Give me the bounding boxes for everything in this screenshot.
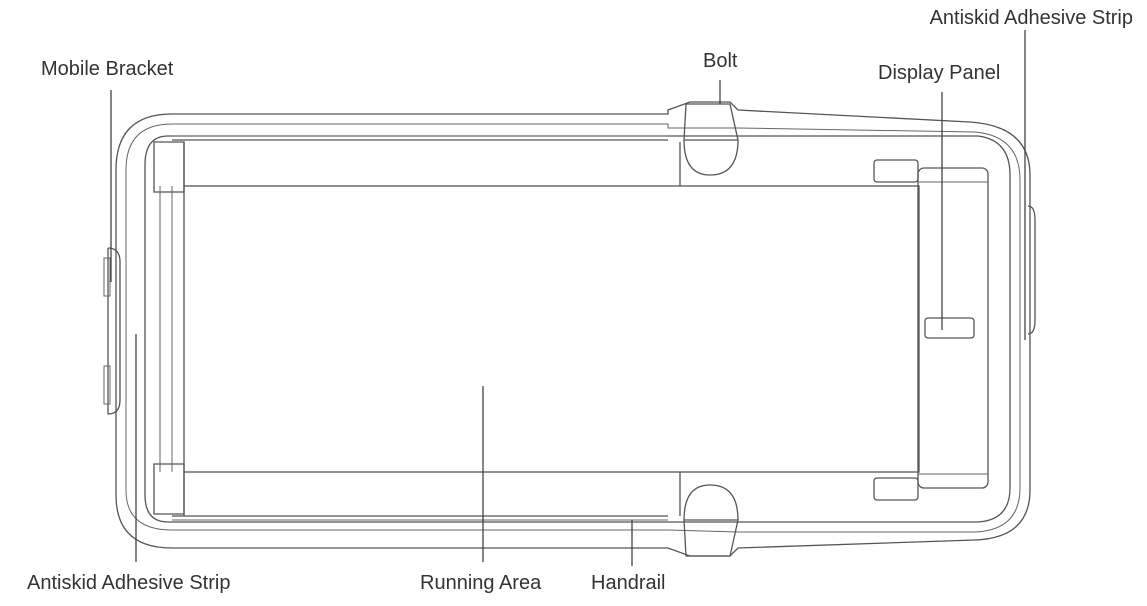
- label-bolt: Bolt: [703, 50, 738, 72]
- deck-outline: [144, 135, 1011, 523]
- label-handrail: Handrail: [591, 572, 665, 594]
- label-display-panel: Display Panel: [878, 62, 1000, 84]
- treadmill-frame: [115, 101, 1031, 557]
- bolt: [683, 103, 739, 557]
- leader-lines: [110, 30, 1026, 566]
- rear-roller-caps: [153, 141, 185, 515]
- label-antiskid-bottom-left: Antiskid Adhesive Strip: [27, 572, 230, 594]
- antiskid-strip-right: [1027, 205, 1036, 335]
- label-antiskid-top-right: Antiskid Adhesive Strip: [930, 7, 1133, 29]
- display-panel: [873, 159, 989, 501]
- label-running-area: Running Area: [420, 572, 542, 594]
- running-area: [159, 142, 920, 516]
- label-mobile-bracket: Mobile Bracket: [41, 58, 174, 80]
- handrail: [172, 135, 668, 521]
- mobile-bracket: [103, 247, 121, 415]
